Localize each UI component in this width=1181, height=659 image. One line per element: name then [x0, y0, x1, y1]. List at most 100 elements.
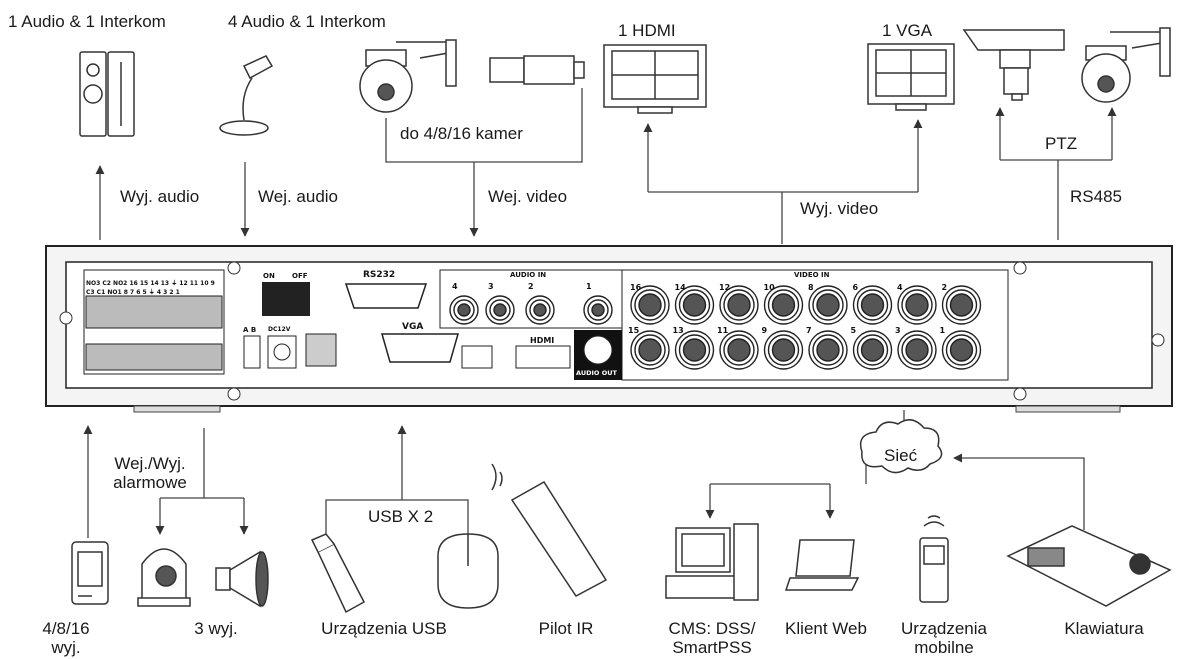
label-web-client: Klient Web: [785, 619, 867, 638]
panel-label-hdmi: HDMI: [530, 336, 555, 345]
siren-light-icon: [137, 548, 191, 607]
control-keyboard-icon: [1006, 525, 1172, 607]
audio-in-port-2: [525, 295, 555, 325]
label-video-out: Wyj. video: [800, 199, 879, 218]
label-cms-line1: CMS: DSS/: [668, 619, 756, 638]
label-vga: 1 VGA: [882, 21, 933, 40]
speed-dome-camera-icon: [1081, 27, 1171, 103]
video-in-port-2: [941, 285, 982, 325]
video-in-port-16: [630, 285, 670, 325]
video-in-port-label: 7: [806, 326, 812, 335]
video-in-port-9: [763, 330, 804, 370]
label-audio-intercom-4: 4 Audio & 1 Interkom: [228, 12, 386, 31]
video-in-port-label: 10: [763, 283, 775, 292]
video-in-port-8: [808, 285, 848, 325]
label-rs485: RS485: [1070, 187, 1122, 206]
video-in-port-1: [941, 330, 982, 370]
video-in-port-3: [897, 330, 937, 370]
video-in-port-label: 5: [850, 326, 857, 335]
panel-label-terminal-top: NO3 C2 NO2 16 15 14 13 ⏚ 12 11 10 9: [86, 280, 215, 287]
usb-flash-drive-icon: [310, 533, 366, 614]
audio-in-port-label: 1: [586, 282, 592, 291]
microphone-icon: [219, 55, 274, 136]
panel-label-on: ON: [263, 272, 275, 280]
audio-in-port-4: [449, 295, 479, 325]
panel-label-vga: VGA: [402, 322, 424, 332]
label-usb-x2: USB X 2: [368, 507, 434, 526]
box-camera-icon: [489, 55, 585, 85]
label-mobile-line1: Urządzenia: [901, 619, 987, 638]
label-alarm-inputs-line2: wyj.: [51, 638, 81, 657]
video-in-port-label: 9: [761, 326, 768, 335]
alarm-sensor-icon: [71, 541, 109, 605]
label-audio-in: Wej. audio: [258, 187, 339, 206]
panel-connectors: [449, 285, 982, 370]
label-alarm-line1: Wej./Wyj.: [114, 454, 186, 473]
label-cms-line2: SmartPSS: [672, 638, 752, 657]
video-in-port-label: 15: [628, 326, 640, 335]
ptz-camera-icon: [962, 29, 1065, 101]
connector-lines-bottom: [83, 410, 1085, 540]
mouse-icon: [437, 533, 499, 609]
panel-label-off: OFF: [292, 272, 308, 280]
video-in-port-label: 6: [852, 283, 859, 292]
network-cloud-icon: [859, 419, 943, 474]
video-in-port-label: 8: [808, 283, 814, 292]
audio-in-port-label: 4: [452, 282, 458, 291]
label-alarm-outputs: 3 wyj.: [194, 619, 238, 638]
video-in-port-7: [808, 330, 848, 370]
ir-remote-icon: [491, 463, 608, 597]
hdmi-monitor-icon: [603, 44, 707, 114]
audio-in-port-3: [485, 295, 515, 325]
video-in-port-10: [763, 285, 804, 325]
desktop-computer-icon: [665, 523, 759, 601]
speaker-icon: [79, 51, 135, 137]
audio-in-port-1: [583, 295, 613, 325]
video-in-port-11: [719, 330, 759, 370]
panel-label-ab: A B: [243, 326, 257, 334]
video-in-port-4: [897, 285, 937, 325]
video-in-port-label: 4: [897, 283, 903, 292]
label-network: Sieć: [884, 446, 918, 465]
label-usb-devices: Urządzenia USB: [321, 619, 447, 638]
mobile-phone-icon: [919, 515, 949, 603]
label-hdmi: 1 HDMI: [618, 21, 676, 40]
panel-label-dc12v: DC12V: [268, 326, 291, 333]
video-in-port-label: 2: [941, 283, 948, 292]
label-video-in: Wej. video: [488, 187, 568, 206]
video-in-port-label: 3: [895, 326, 901, 335]
video-in-port-5: [852, 330, 893, 370]
dvr-rear-panel: [45, 245, 1173, 413]
loudspeaker-horn-icon: [215, 550, 269, 608]
label-audio-out: Wyj. audio: [120, 187, 200, 206]
panel-label-rs232: RS232: [363, 270, 396, 280]
panel-label-video-in: VIDEO IN: [794, 271, 830, 279]
label-ir-remote: Pilot IR: [538, 619, 594, 638]
video-in-port-15: [630, 330, 670, 370]
label-ptz: PTZ: [1045, 134, 1078, 153]
connector-lines: [95, 88, 1117, 244]
video-in-port-label: 16: [630, 283, 642, 292]
label-keyboard: Klawiatura: [1064, 619, 1144, 638]
video-in-port-label: 1: [939, 326, 946, 335]
panel-label-terminal-bottom: C3 C1 NO1 8 7 6 5 ⏚ 4 3 2 1: [86, 289, 180, 296]
vga-monitor-icon: [867, 43, 955, 111]
label-alarm-line2: alarmowe: [113, 473, 187, 492]
panel-label-audio-out: AUDIO OUT: [576, 369, 617, 377]
video-in-port-6: [852, 285, 893, 325]
label-alarm-inputs-line1: 4/8/16: [42, 619, 90, 638]
video-in-port-label: 11: [717, 326, 729, 335]
label-audio-intercom-1: 1 Audio & 1 Interkom: [8, 12, 166, 31]
video-in-port-13: [674, 330, 715, 370]
video-in-port-label: 13: [672, 326, 684, 335]
video-in-port-12: [719, 285, 759, 325]
speed-dome-camera-icon: [359, 39, 457, 113]
panel-label-audio-in: AUDIO IN: [510, 271, 547, 279]
video-in-port-14: [674, 285, 715, 325]
label-cameras: do 4/8/16 kamer: [400, 124, 523, 143]
label-mobile-line2: mobilne: [914, 638, 974, 657]
audio-in-port-label: 2: [528, 282, 534, 291]
audio-in-port-label: 3: [488, 282, 494, 291]
video-in-port-label: 14: [674, 283, 686, 292]
